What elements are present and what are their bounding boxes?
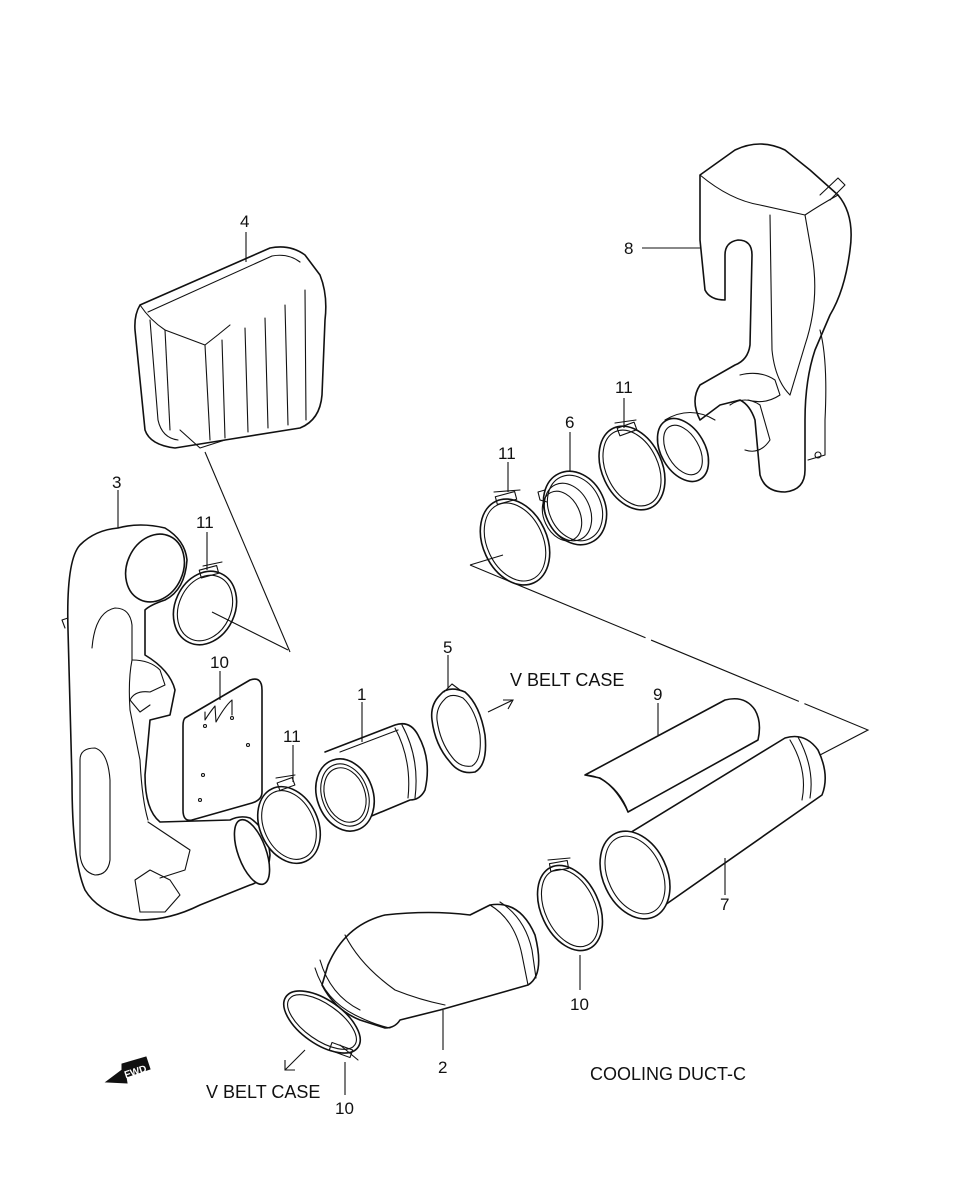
part-label-10: 10 (210, 653, 229, 672)
part-label-8: 8 (624, 239, 633, 258)
part-label-7: 7 (720, 895, 729, 914)
fwd-arrow-icon: FWD (104, 1056, 151, 1084)
part-10-clamp-right (536, 857, 604, 990)
part-7-tube (599, 735, 826, 920)
part-9-shell (584, 697, 761, 813)
caption-v-belt-case-right: V BELT CASE (510, 670, 624, 690)
part-label-4: 4 (240, 212, 249, 231)
part-label-3: 3 (112, 473, 121, 492)
caption-v-belt-case-bottom: V BELT CASE (206, 1082, 320, 1102)
arrow-to-vbelt-right (487, 699, 514, 713)
diagram-title: COOLING DUCT-C (590, 1064, 746, 1084)
part-4-cover (134, 232, 327, 449)
part-label-10: 10 (570, 995, 589, 1014)
part-label-11: 11 (615, 378, 633, 397)
arrow-to-vbelt-bottom (284, 1049, 306, 1071)
part-5-gasket (430, 655, 487, 774)
part-8-upper-duct (642, 143, 852, 493)
part-label-9: 9 (653, 685, 662, 704)
part-1-connector (315, 702, 429, 832)
assembly-leader-lines (204, 451, 870, 756)
part-label-11: 11 (196, 513, 214, 532)
part-11-clamp-right-upper (598, 398, 666, 511)
part-label-5: 5 (443, 638, 452, 657)
part-10-plate (182, 671, 263, 822)
part-11-clamp-right-lower (479, 462, 551, 586)
part-11-clamp-left-lower (256, 745, 322, 865)
part-label-1: 1 (357, 685, 366, 704)
part-label-11: 11 (283, 727, 301, 746)
part-3-lower-duct (61, 490, 271, 921)
part-6-connector (537, 432, 608, 546)
part-2-elbow-duct (314, 901, 540, 1050)
part-11-clamp-left-upper (172, 532, 238, 646)
part-label-2: 2 (438, 1058, 447, 1077)
part-10-clamp-bottom (283, 990, 361, 1095)
part-label-6: 6 (565, 413, 574, 432)
part-label-11: 11 (498, 444, 516, 463)
part-label-10: 10 (335, 1099, 354, 1118)
